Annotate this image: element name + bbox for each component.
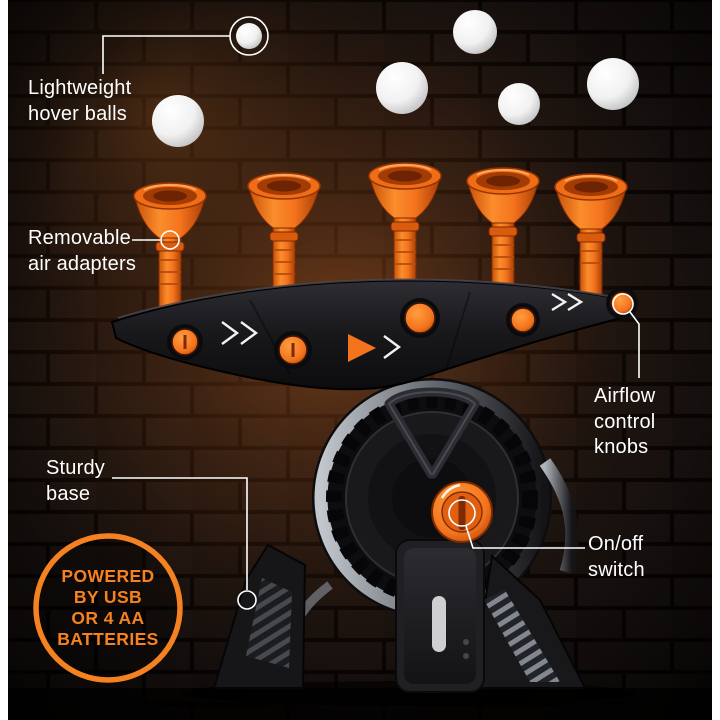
callout-lines <box>102 16 640 610</box>
base-legs <box>212 543 587 689</box>
on-off-switch <box>431 481 493 543</box>
airflow-knob <box>506 303 540 337</box>
target-arm <box>110 278 638 391</box>
callout-on-off-switch <box>448 499 585 549</box>
airflow-knob <box>167 324 203 360</box>
label-airflow-knobs: Airflow control knobs <box>594 385 656 459</box>
airflow-control-knobs <box>167 287 638 369</box>
callout-sturdy-base <box>112 477 257 610</box>
hover-ball <box>498 83 540 125</box>
orange-arrow-decoration <box>348 334 376 362</box>
hover-ball <box>453 10 497 54</box>
callout-hover-balls <box>102 16 269 74</box>
hover-ball <box>152 95 204 147</box>
target-funnels <box>133 162 628 333</box>
chevron-decorations <box>221 292 584 359</box>
center-pedestal <box>395 539 485 693</box>
left-margin <box>0 0 8 720</box>
target-funnel <box>554 173 628 317</box>
right-margin <box>712 0 720 720</box>
airflow-knob <box>606 287 638 319</box>
hover-ball-shooter <box>110 162 638 705</box>
vent-slot <box>432 596 446 652</box>
carry-handle <box>384 387 480 479</box>
power-badge-ring <box>33 533 183 683</box>
label-on-off-switch: On/off switch <box>588 533 645 581</box>
label-air-adapters: Removable air adapters <box>28 227 137 275</box>
hover-ball <box>376 62 428 114</box>
label-sturdy-base: Sturdy base <box>46 457 106 505</box>
airflow-knob <box>400 298 440 338</box>
target-funnel <box>466 167 540 321</box>
hover-balls <box>152 10 639 147</box>
label-hover-balls: Lightweight hover balls <box>28 77 132 125</box>
callout-airflow-knobs <box>612 293 640 378</box>
airflow-knob <box>274 331 312 369</box>
power-badge-text: POWERED BY USB OR 4 AA BATTERIES <box>57 566 159 649</box>
hover-ball <box>587 58 639 110</box>
hover-ball <box>236 23 262 49</box>
callout-air-adapters <box>132 230 180 250</box>
